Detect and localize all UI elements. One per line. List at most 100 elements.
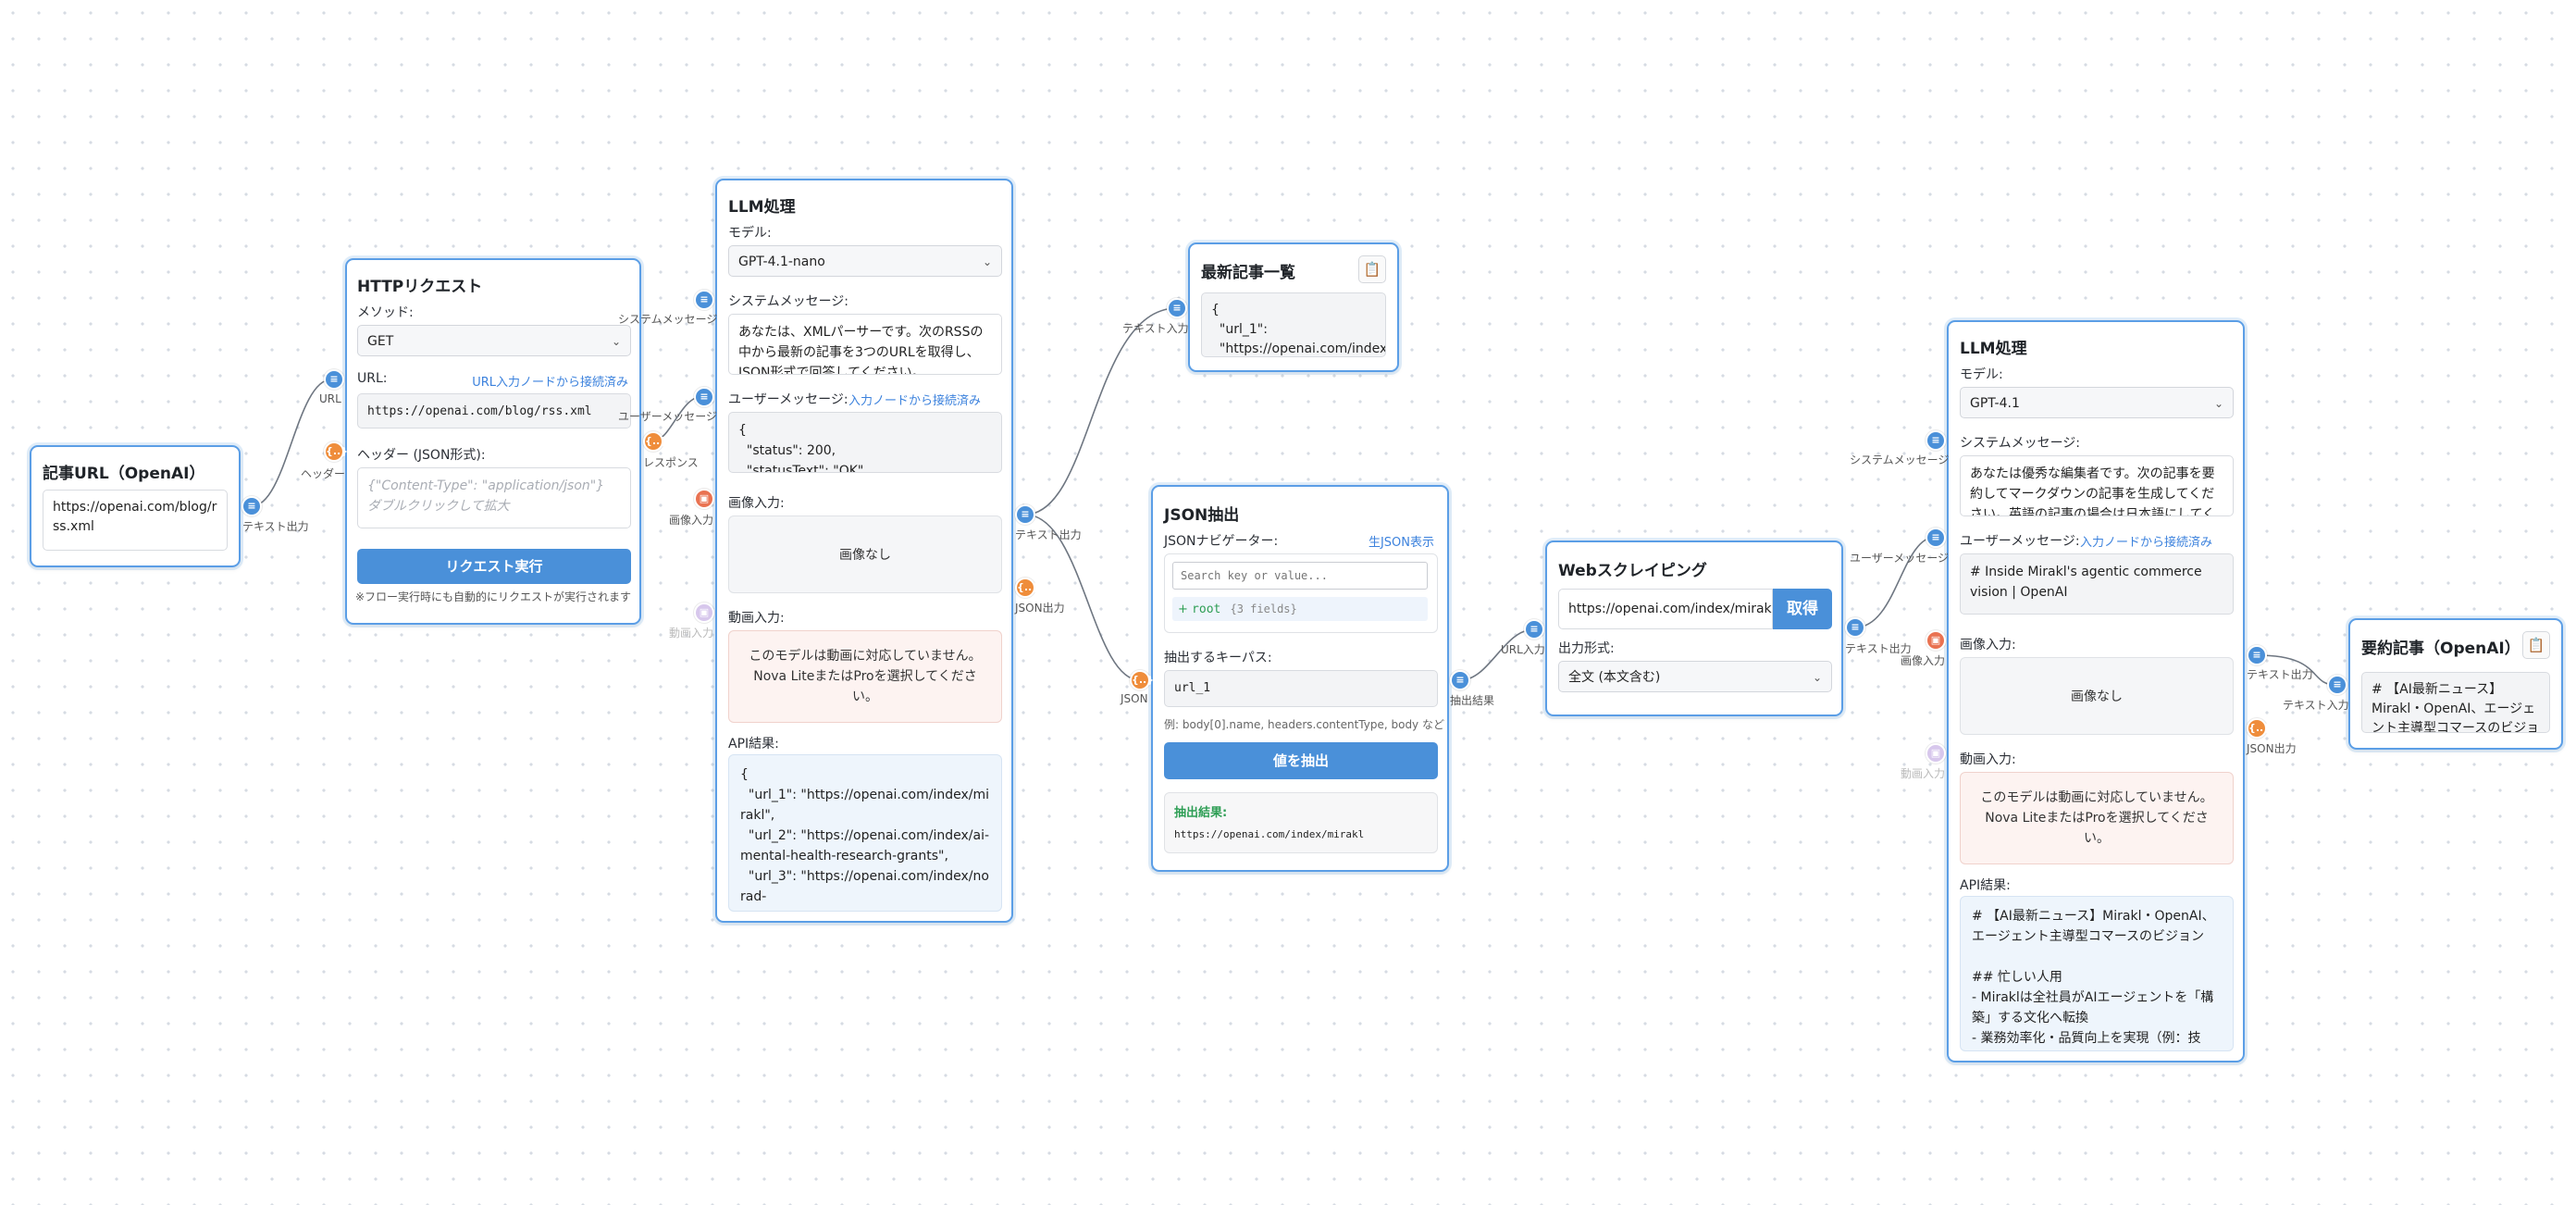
- url-input-port[interactable]: ≡: [1524, 619, 1544, 640]
- json-navigator-label: JSONナビゲーター:: [1164, 534, 1279, 549]
- image-input-port[interactable]: ▣: [694, 489, 714, 509]
- model-value: GPT-4.1: [1970, 396, 2020, 411]
- node-latest-articles[interactable]: 最新記事一覧 📋 { "url_1": "https://openai.com/…: [1188, 242, 1399, 372]
- text-output-port[interactable]: ≡: [1845, 617, 1865, 638]
- header-textarea[interactable]: {"Content-Type": "application/json"} ダブル…: [357, 467, 631, 528]
- json-search-input[interactable]: [1172, 562, 1428, 590]
- system-message-input-port[interactable]: ≡: [694, 290, 714, 310]
- user-message-input-port[interactable]: ≡: [694, 387, 714, 407]
- output-box: # 【AI最新ニュース】 Mirakl・OpenAI、エージェント主導型コマース…: [2361, 672, 2550, 733]
- port-label: URL: [319, 392, 341, 405]
- port-label: ユーザーメッセージ: [618, 410, 718, 423]
- url-field[interactable]: https://openai.com/blog/rss.xml: [357, 393, 631, 429]
- video-input-label: 動画入力:: [1960, 752, 2016, 767]
- node-llm-2[interactable]: LLM処理 モデル: GPT-4.1 ⌄ システムメッセージ: あなたは優秀な編…: [1947, 320, 2245, 1062]
- user-message-label: ユーザーメッセージ:: [1960, 534, 2080, 549]
- port-label: URL入力: [1501, 643, 1545, 656]
- node-json-extract[interactable]: JSON抽出 JSONナビゲーター: 生JSON表示 + root {3 fie…: [1151, 485, 1449, 872]
- model-label: モデル:: [728, 226, 772, 241]
- output-box: { "url_1": "https://openai.com/index/: [1201, 292, 1386, 357]
- user-message-input-port[interactable]: ≡: [1926, 528, 1946, 548]
- port-label: テキスト出力: [1015, 528, 1082, 541]
- url-connected-link[interactable]: URL入力ノードから接続済み: [472, 376, 628, 390]
- model-value: GPT-4.1-nano: [738, 255, 825, 269]
- user-message-label: ユーザーメッセージ:: [728, 392, 848, 407]
- raw-json-link[interactable]: 生JSON表示: [1368, 536, 1434, 550]
- api-result-label: API結果:: [1960, 878, 2011, 893]
- port-label: JSON出力: [1015, 602, 1065, 615]
- output-format-select[interactable]: 全文 (本文含む) ⌄: [1558, 661, 1832, 692]
- image-dropzone[interactable]: 画像なし: [1960, 657, 2234, 735]
- node-title: Webスクレイピング: [1558, 562, 1707, 580]
- text-output-port[interactable]: ≡: [1015, 504, 1035, 525]
- url-input-port[interactable]: ≡: [324, 369, 344, 390]
- clipboard-icon[interactable]: 📋: [2522, 631, 2550, 659]
- system-message-textarea[interactable]: あなたは優秀な編集者です。次の記事を要約してマークダウンの記事を生成してください…: [1960, 455, 2234, 516]
- extract-result-label: 抽出結果:: [1174, 806, 1228, 820]
- json-output-port[interactable]: {..}: [1015, 578, 1039, 598]
- node-http-request[interactable]: HTTPリクエスト メソッド: GET ⌄ URL: URL入力ノードから接続済…: [345, 258, 641, 625]
- text-output-port[interactable]: ≡: [2247, 645, 2267, 665]
- port-label: テキスト出力: [242, 520, 309, 533]
- api-result-box: # 【AI最新ニュース】Mirakl・OpenAI、エージェント主導型コマースの…: [1960, 896, 2234, 1051]
- scrape-url-input[interactable]: https://openai.com/index/mirakl: [1558, 589, 1773, 629]
- node-article-url[interactable]: 記事URL（OpenAI） https://openai.com/blog/rs…: [30, 445, 241, 567]
- fetch-button[interactable]: 取得: [1773, 589, 1832, 629]
- text-output-port[interactable]: ≡: [242, 496, 262, 516]
- text-input-port[interactable]: ≡: [1167, 298, 1187, 318]
- node-title: 最新記事一覧: [1201, 264, 1295, 282]
- system-message-input-port[interactable]: ≡: [1926, 430, 1946, 451]
- chevron-down-icon: ⌄: [982, 255, 992, 268]
- node-title: LLM処理: [728, 198, 796, 217]
- node-llm-1[interactable]: LLM処理 モデル: GPT-4.1-nano ⌄ システムメッセージ: あなた…: [715, 179, 1013, 923]
- extract-button[interactable]: 値を抽出: [1164, 742, 1438, 779]
- extract-result-box: 抽出結果: https://openai.com/index/mirakl: [1164, 792, 1438, 853]
- response-output-port[interactable]: {..}: [643, 431, 667, 452]
- video-input-port[interactable]: ▣: [1926, 743, 1946, 764]
- node-web-scraping[interactable]: Webスクレイピング https://openai.com/index/mira…: [1545, 540, 1843, 716]
- video-input-label: 動画入力:: [728, 611, 785, 626]
- port-label: ヘッダー: [301, 467, 346, 480]
- expand-icon[interactable]: +: [1178, 602, 1188, 616]
- system-message-label: システムメッセージ:: [728, 294, 849, 309]
- port-label: 画像入力: [1901, 654, 1946, 667]
- system-message-label: システムメッセージ:: [1960, 436, 2081, 451]
- image-input-label: 画像入力:: [728, 496, 785, 511]
- clipboard-icon[interactable]: 📋: [1358, 255, 1386, 283]
- port-label: 画像入力: [669, 514, 714, 527]
- user-message-textarea[interactable]: { "status": 200, "statusText": "OK",: [728, 412, 1002, 473]
- output-format-label: 出力形式:: [1558, 641, 1615, 656]
- system-message-textarea[interactable]: あなたは、XMLパーサーです。次のRSSの中から最新の記事を3つのURLを取得し…: [728, 314, 1002, 375]
- port-label: テキスト入力: [2283, 699, 2349, 712]
- user-message-textarea[interactable]: # Inside Mirakl's agentic commerce visio…: [1960, 553, 2234, 615]
- extract-output-port[interactable]: ≡: [1450, 670, 1470, 690]
- api-result-label: API結果:: [728, 737, 779, 752]
- url-textarea[interactable]: https://openai.com/blog/rss.xml: [43, 490, 228, 551]
- user-connected-link[interactable]: 入力ノードから接続済み: [2080, 536, 2213, 550]
- auto-run-note: ※フロー実行時にも自動的にリクエストが実行されます: [354, 590, 632, 603]
- json-navigator: + root {3 fields}: [1164, 553, 1438, 633]
- json-root-row[interactable]: + root {3 fields}: [1172, 597, 1428, 621]
- port-label: テキスト出力: [2247, 668, 2313, 681]
- image-dropzone[interactable]: 画像なし: [728, 516, 1002, 593]
- user-connected-link[interactable]: 入力ノードから接続済み: [848, 394, 982, 408]
- model-select[interactable]: GPT-4.1 ⌄: [1960, 387, 2234, 418]
- run-request-button[interactable]: リクエスト実行: [357, 549, 631, 584]
- json-input-port[interactable]: {..}: [1130, 670, 1154, 690]
- key-path-input[interactable]: url_1: [1164, 670, 1438, 707]
- json-root-key: root: [1192, 602, 1221, 616]
- model-select[interactable]: GPT-4.1-nano ⌄: [728, 245, 1002, 277]
- video-unsupported-warning: このモデルは動画に対応していません。Nova LiteまたはProを選択してくだ…: [1960, 772, 2234, 864]
- header-input-port[interactable]: {..}: [324, 441, 348, 462]
- chevron-down-icon: ⌄: [1812, 671, 1822, 684]
- port-label: システムメッセージ: [618, 313, 718, 326]
- port-label: ユーザーメッセージ: [1850, 552, 1950, 565]
- text-input-port[interactable]: ≡: [2327, 675, 2347, 695]
- method-select[interactable]: GET ⌄: [357, 325, 631, 356]
- image-input-label: 画像入力:: [1960, 638, 2016, 652]
- json-output-port[interactable]: {..}: [2247, 718, 2271, 739]
- node-summary-article[interactable]: 要約記事（OpenAI） 📋 # 【AI最新ニュース】 Mirakl・OpenA…: [2348, 618, 2563, 750]
- video-input-port[interactable]: ▣: [694, 602, 714, 623]
- image-input-port[interactable]: ▣: [1926, 630, 1946, 651]
- api-result-box: { "url_1": "https://openai.com/index/mir…: [728, 754, 1002, 912]
